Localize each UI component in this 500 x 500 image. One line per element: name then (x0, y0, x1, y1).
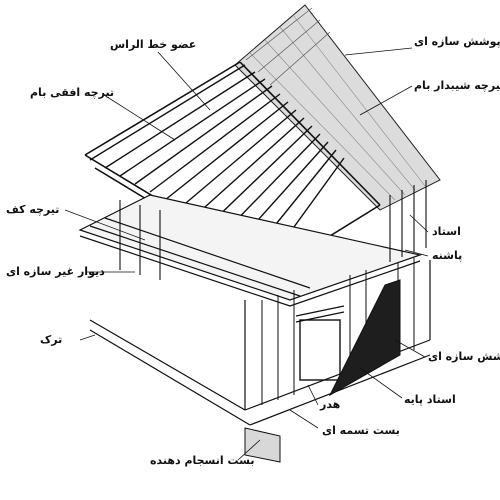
label-base-stud: استاد پایه (404, 393, 456, 406)
label-nonstructural-wall: دیوار غیر سازه ای (6, 265, 105, 278)
roof-sheathing-lines (249, 14, 426, 201)
label-header: هدر (320, 398, 341, 411)
roof-ridge-lines (245, 7, 331, 86)
label-stud: استاد (432, 225, 461, 238)
label-heel: پاشنه (432, 249, 463, 262)
label-ridge-member: عضو خط الراس (110, 38, 197, 51)
window-opening (295, 305, 345, 381)
leader-lines (64, 47, 429, 461)
label-rafter: تیرچه شیبدار بام (414, 79, 500, 92)
label-hold-down: بست انسجام دهنده (150, 454, 255, 467)
wall-sheathing-panel (328, 279, 401, 397)
label-strap-brace: بست تسمه ای (322, 424, 400, 437)
roof-sheathing-plane (234, 4, 441, 211)
label-wall-sheathing: پوشش سازه ای (428, 350, 500, 363)
label-ceiling-joist: تیرچه افقی بام (30, 86, 115, 99)
label-roof-sheathing: پوشش سازه ای (414, 35, 500, 48)
label-floor-joist: تیرچه کف (6, 203, 60, 216)
label-crack: ترک (40, 333, 63, 346)
foundation (244, 427, 281, 463)
